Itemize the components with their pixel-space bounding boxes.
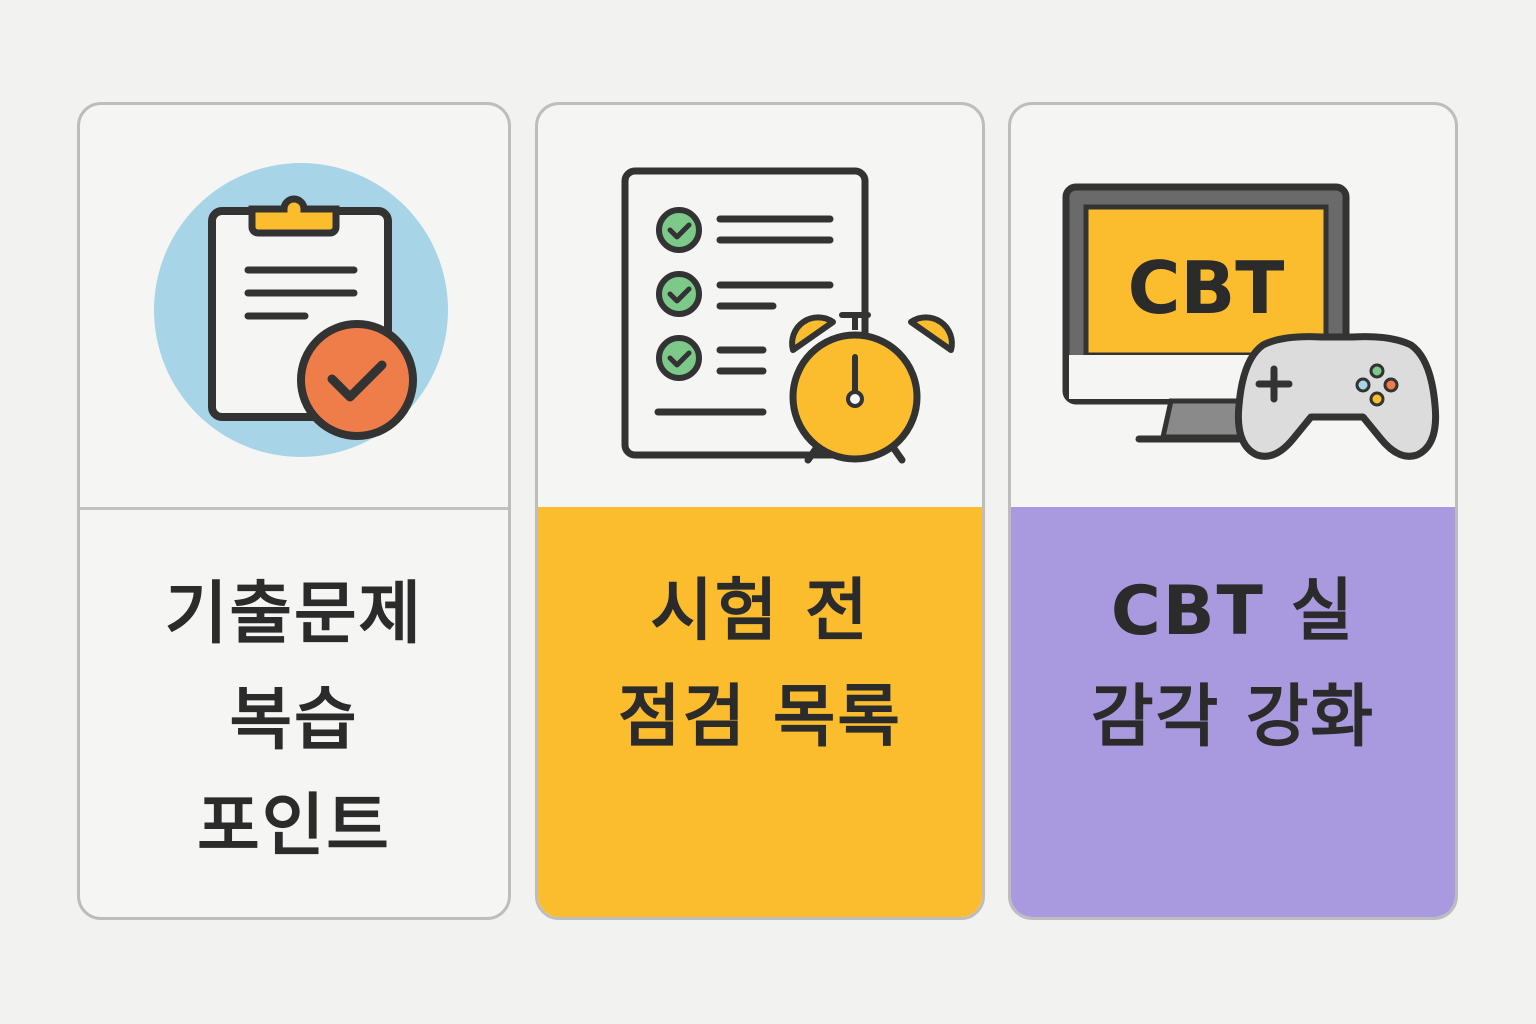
card-label: 시험 전 점검 목록: [618, 559, 902, 771]
label-line: 시험 전: [650, 572, 870, 651]
label-line: CBT 실: [1110, 572, 1356, 651]
card-label-area: 시험 전 점검 목록: [538, 507, 982, 917]
card-icon-area: [538, 105, 982, 507]
label-line: 포인트: [197, 787, 391, 866]
screen-text: CBT: [1128, 246, 1285, 330]
card-label: 기출문제 복습 포인트: [165, 562, 423, 880]
card-icon-area: [80, 105, 508, 507]
checklist-alarm-clock-icon: [621, 167, 955, 464]
card-label-area: CBT 실 감각 강화: [1011, 507, 1455, 917]
label-line: 기출문제: [164, 575, 424, 654]
label-line: 점검 목록: [618, 678, 902, 757]
card-pre-exam-checklist: 시험 전 점검 목록: [535, 102, 985, 920]
card-past-exam-review: 기출문제 복습 포인트: [77, 102, 511, 920]
monitor-gamepad-icon: CBT: [1062, 183, 1440, 460]
card-icon-area: CBT: [1011, 105, 1455, 507]
label-line: 복습: [229, 681, 359, 760]
card-cbt-practice: CBT CBT 실 감각 강화: [1008, 102, 1458, 920]
card-label: CBT 실 감각 강화: [1091, 559, 1375, 771]
label-line: 감각 강화: [1091, 678, 1375, 757]
clipboard-check-icon: [154, 163, 448, 457]
card-label-area: 기출문제 복습 포인트: [80, 507, 508, 917]
